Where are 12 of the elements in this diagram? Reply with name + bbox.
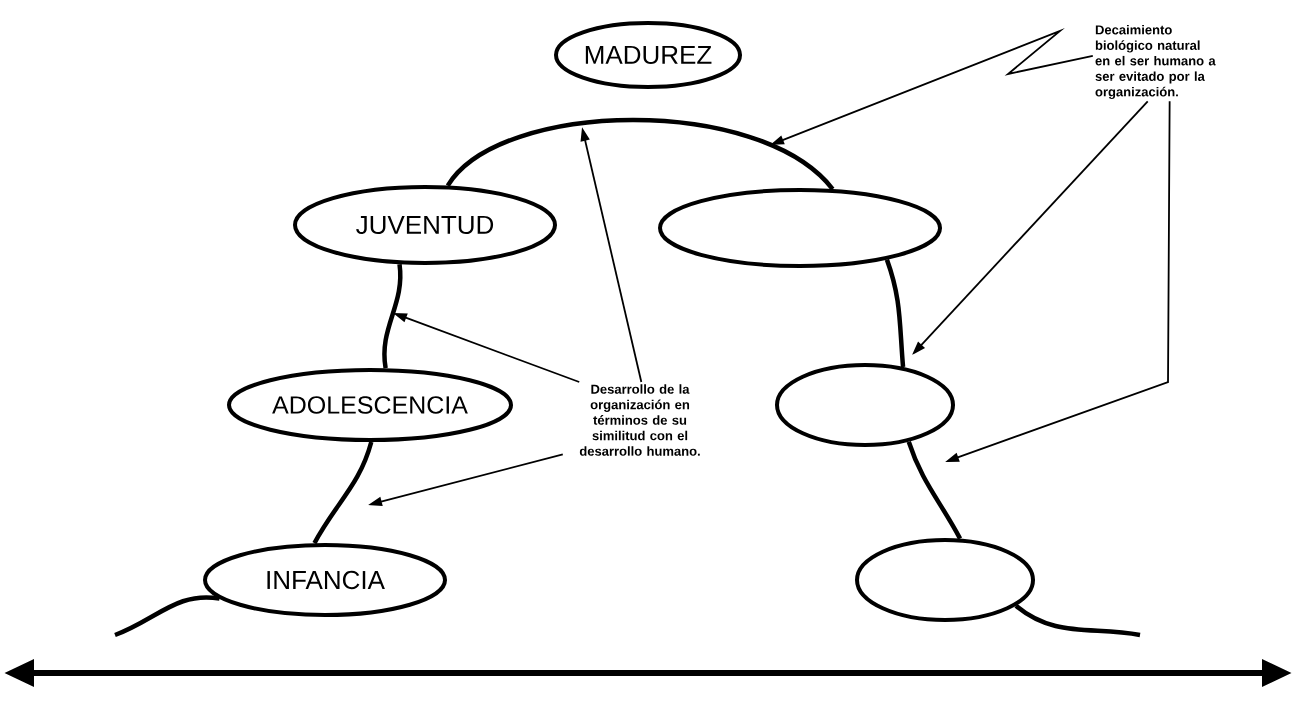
curve-segment	[446, 117, 835, 191]
curve-segment	[312, 441, 374, 545]
curve-segment	[906, 440, 963, 540]
curve-segment	[1014, 604, 1141, 638]
callout-text: Desarrollo de la organización en términos de su similitud con el desarrollo humano.	[579, 384, 700, 456]
curve-segment	[884, 258, 906, 368]
empty-ellipse	[658, 188, 942, 268]
curve-segment	[382, 264, 403, 369]
empty-ellipse	[855, 538, 1035, 622]
curve-segment	[114, 595, 220, 638]
callout-text: Decaimiento biológico natural en el ser humano a ser evitado por la organización.	[1095, 24, 1216, 100]
empty-ellipse	[775, 363, 955, 447]
